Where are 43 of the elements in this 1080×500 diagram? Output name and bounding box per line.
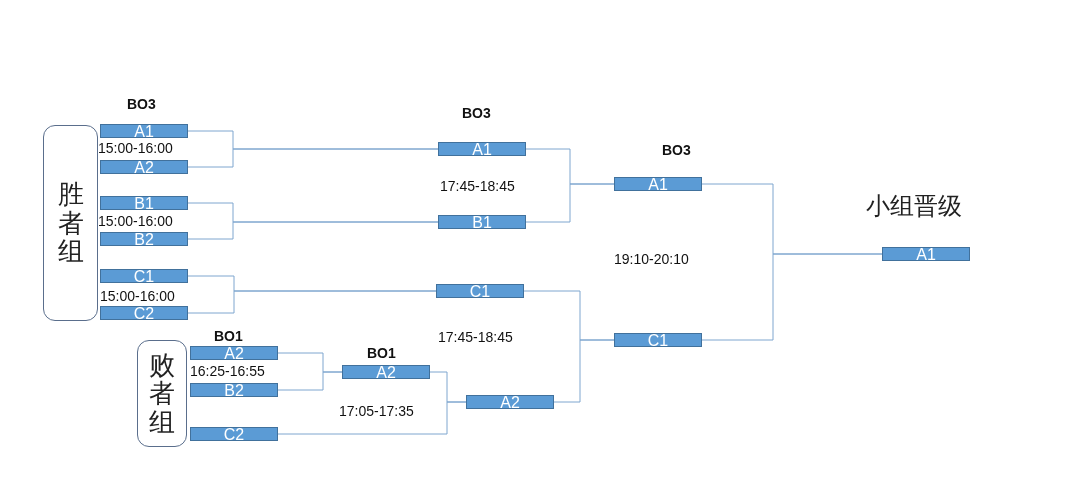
bracket-line [187, 221, 439, 240]
match-format: BO3 [127, 96, 156, 112]
bracket-line [187, 290, 437, 314]
time-slot: 17:05-17:35 [339, 403, 414, 419]
time-slot: 17:45-18:45 [440, 178, 515, 194]
team-slot: A2 [190, 346, 278, 360]
time-slot: 15:00-16:00 [98, 213, 173, 229]
team-slot: C1 [436, 284, 524, 298]
team-slot: B1 [100, 196, 188, 210]
time-slot: 15:00-16:00 [100, 288, 175, 304]
team-slot: A2 [342, 365, 430, 379]
team-slot: B1 [438, 215, 526, 229]
bracket-line [701, 253, 883, 341]
match-format: BO3 [662, 142, 691, 158]
match-format: BO1 [214, 328, 243, 344]
match-format: BO1 [367, 345, 396, 361]
bracket-line [553, 339, 615, 403]
time-slot: 16:25-16:55 [190, 363, 265, 379]
bracket-line [277, 371, 343, 391]
group-box [43, 125, 98, 321]
time-slot: 15:00-16:00 [98, 140, 173, 156]
group-name: 败者组 [149, 350, 175, 437]
team-slot: B2 [100, 232, 188, 246]
team-slot: C1 [100, 269, 188, 283]
bracket-line [187, 148, 439, 168]
time-slot: 19:10-20:10 [614, 251, 689, 267]
bracket-line [525, 183, 615, 223]
team-slot: B2 [190, 383, 278, 397]
heading: 小组晋级 [866, 191, 962, 222]
team-slot: A1 [614, 177, 702, 191]
team-slot: C2 [190, 427, 278, 441]
team-slot: C2 [100, 306, 188, 320]
team-slot: A1 [438, 142, 526, 156]
team-slot: A2 [100, 160, 188, 174]
group-box [137, 340, 187, 447]
team-slot: A1 [100, 124, 188, 138]
team-slot: C1 [614, 333, 702, 347]
match-format: BO3 [462, 105, 491, 121]
team-slot: A2 [466, 395, 554, 409]
group-name: 胜者组 [57, 180, 84, 266]
team-slot: A1 [882, 247, 970, 261]
bracket-line [277, 401, 467, 435]
time-slot: 17:45-18:45 [438, 329, 513, 345]
